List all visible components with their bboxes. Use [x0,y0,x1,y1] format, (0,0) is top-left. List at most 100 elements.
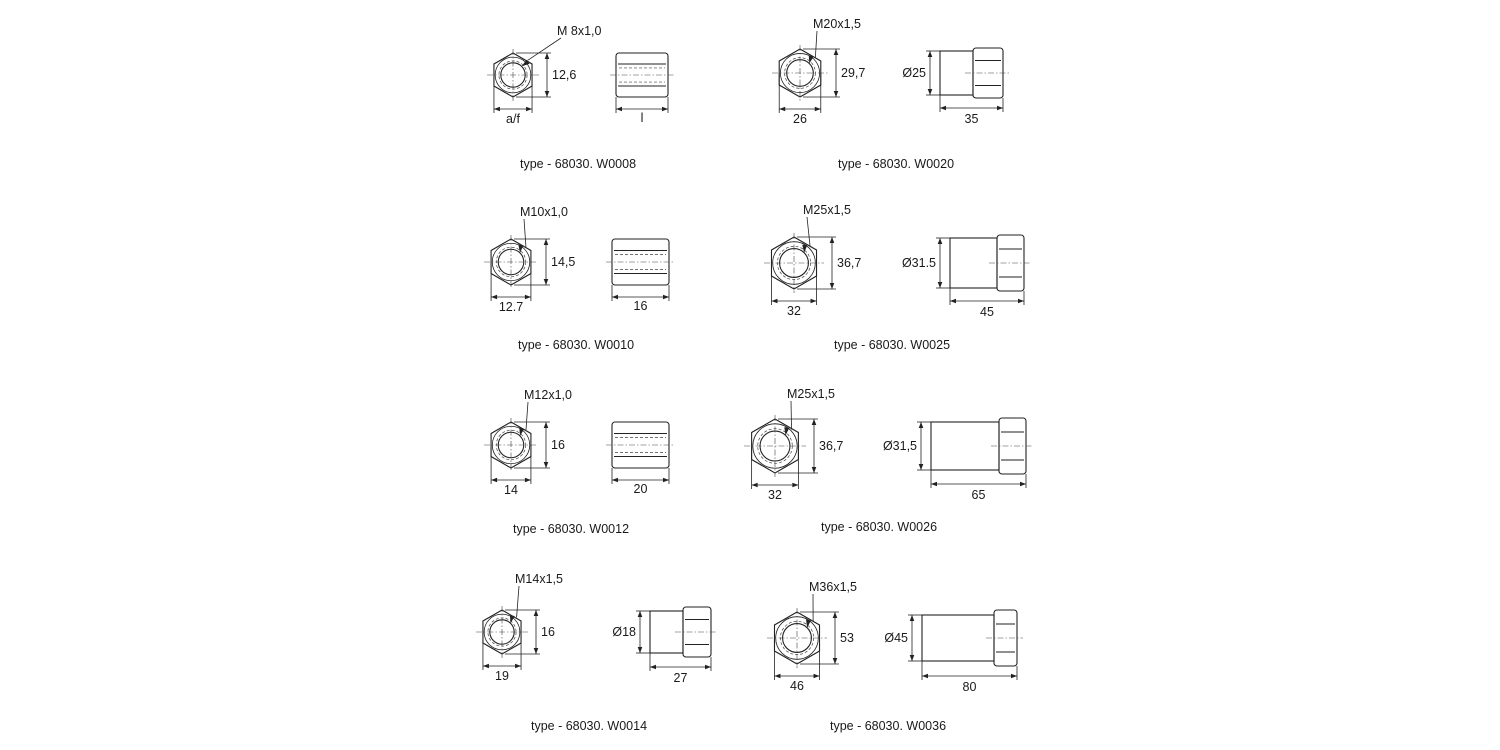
arrowhead [779,106,786,112]
arrowhead [774,673,781,679]
width-dimension-label: 14 [504,483,518,497]
thread-size-label: M25x1,5 [803,203,851,217]
thread-leader-arrow [808,55,814,64]
side-view: 16 [606,238,675,313]
width-dimension-label: 12.7 [499,300,523,314]
arrowhead [811,467,817,473]
arrowhead [829,237,835,243]
height-dimension-label: 29,7 [841,66,865,80]
height-dimension-label: 36,7 [837,256,861,270]
arrowhead [909,655,915,661]
thread-leader-arrow [521,59,530,67]
width-dimension-label: 26 [793,112,807,126]
arrowhead [918,464,924,470]
part-type-caption: type - 68030. W0012 [513,522,629,536]
arrowhead [832,612,838,618]
arrowhead [663,294,669,300]
diameter-dimension-label: Ø25 [902,66,926,80]
arrowhead [813,673,820,679]
side-view: l [610,52,674,125]
height-dimension-label: 12,6 [552,68,576,82]
length-dimension-label: 16 [634,299,648,313]
thread-leader-arrow [519,427,525,437]
arrowhead [526,106,533,112]
arrowhead [927,51,933,57]
arrowhead [705,664,711,670]
arrowhead [832,658,838,664]
arrowhead [663,477,669,483]
arrowhead [937,238,943,244]
arrowhead [833,91,839,97]
thread-leader-arrow [509,615,515,624]
side-view: Ø18 27 [612,606,717,685]
arrowhead [491,294,498,300]
arrowhead [543,462,549,468]
height-dimension-label: 14,5 [551,255,575,269]
arrowhead [612,477,618,483]
width-dimension-label: 19 [495,669,509,683]
arrowhead [937,282,943,288]
thread-leader-arrow [802,244,808,253]
thread-size-label: M12x1,0 [524,388,572,402]
arrowhead [922,673,928,679]
diameter-dimension-label: Ø18 [612,625,636,639]
arrowhead [771,298,778,304]
thread-size-label: M36x1,5 [809,580,857,594]
part-5: M12x1,0 16 14 20 type - 68030. W0012 [484,388,675,536]
arrowhead [544,53,550,59]
thread-leader [790,400,792,430]
part-type-caption: type - 68030. W0025 [834,338,950,352]
side-view: Ø31.545 [902,234,1030,319]
arrowhead [493,106,500,112]
thread-leader-arrow [806,619,811,628]
diameter-dimension-label: Ø45 [884,631,908,645]
arrowhead [482,663,489,669]
arrowhead [931,481,937,487]
hex-nut-front-view [773,611,821,665]
arrowhead [637,647,643,653]
round-body [921,614,995,662]
arrowhead [662,106,668,112]
height-dimension-label: 53 [840,631,854,645]
arrowhead [918,422,924,428]
arrowhead [814,106,821,112]
thread-size-label: M14x1,5 [515,572,563,586]
thread-leader [527,37,562,61]
length-dimension-label: l [641,111,644,125]
arrowhead [544,91,550,97]
length-dimension-label: 27 [674,671,688,685]
arrowhead [811,419,817,425]
length-dimension-label: 20 [634,482,648,496]
arrowhead [543,279,549,285]
arrowhead [909,615,915,621]
length-dimension-label: 45 [980,305,994,319]
arrowhead [543,422,549,428]
arrowhead [950,298,956,304]
arrowhead [940,105,946,111]
arrowhead [833,49,839,55]
arrowhead [650,664,656,670]
arrowhead [515,663,522,669]
arrowhead [1011,673,1017,679]
part-type-caption: type - 68030. W0008 [520,157,636,171]
thread-major-circle [779,620,815,656]
thread-leader [806,216,811,247]
thread-leader [814,30,818,58]
thread-size-label: M20x1,5 [813,17,861,31]
part-type-caption: type - 68030. W0020 [838,157,954,171]
part-type-caption: type - 68030. W0036 [830,719,946,733]
width-dimension-label: 32 [768,488,782,502]
width-dimension-label: 46 [790,679,804,693]
height-dimension-label: 16 [551,438,565,452]
part-type-caption: type - 68030. W0014 [531,719,647,733]
hex-nut-front-view [770,236,818,290]
length-dimension-label: 35 [965,112,979,126]
